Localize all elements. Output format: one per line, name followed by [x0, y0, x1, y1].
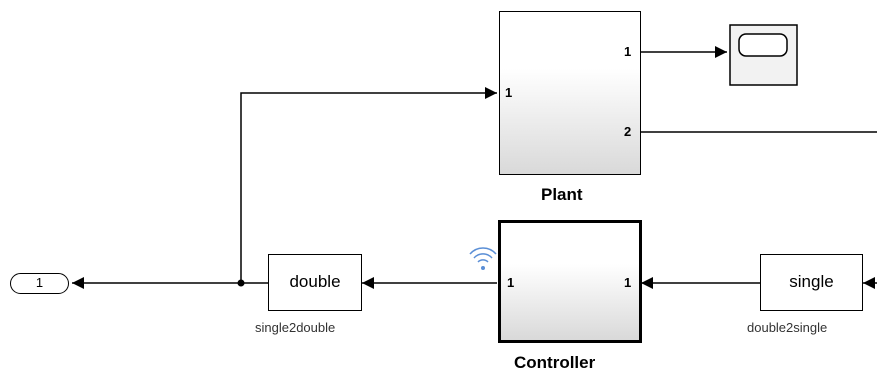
controller-block[interactable]	[498, 220, 642, 343]
single2double-block-text: double	[289, 272, 341, 291]
scope-screen-icon	[738, 33, 788, 57]
double2single-block[interactable]: single	[760, 254, 863, 311]
controller-in-port-label: 1	[624, 275, 632, 290]
double2single-label: double2single	[747, 320, 828, 335]
controller-block-name: Controller	[514, 353, 596, 372]
controller-out-port-label: 1	[507, 275, 515, 290]
double2single-block-text: single	[789, 272, 834, 291]
scope-block[interactable]	[729, 24, 798, 86]
outport-number: 1	[35, 275, 44, 290]
wireless-signal-icon	[469, 247, 497, 270]
single2double-label: single2double	[255, 320, 336, 335]
plant-out-port-1-label: 1	[624, 44, 632, 59]
branch-point	[237, 279, 245, 287]
plant-in-port-label: 1	[505, 85, 513, 100]
single2double-block[interactable]: double	[268, 254, 362, 311]
plant-block[interactable]	[499, 11, 641, 175]
signal-line-branch-to-plant[interactable]	[240, 87, 497, 283]
outport-block[interactable]: 1	[10, 273, 69, 294]
plant-block-name: Plant	[541, 185, 583, 204]
plant-out-port-2-label: 2	[624, 124, 632, 139]
